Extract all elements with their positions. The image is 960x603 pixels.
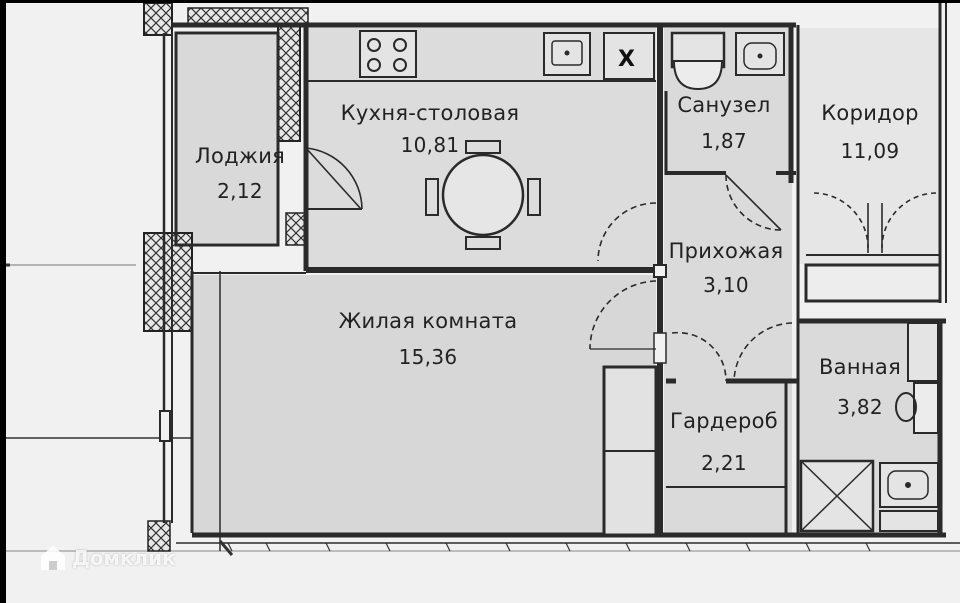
kitchen-name: Кухня-столовая	[340, 101, 520, 125]
loggia-area: 2,12	[217, 179, 263, 203]
watermark-text: Домклик	[72, 546, 176, 570]
floor-plan: Кухня-столовая 10,81 X Лоджия 2,12 Сануз…	[6, 3, 960, 603]
wardrobe-area: 2,21	[701, 451, 747, 475]
kitchen-area: 10,81	[400, 133, 460, 157]
bath-fixtures	[799, 322, 939, 533]
wc-fixtures	[670, 31, 785, 91]
domclick-watermark: Домклик	[38, 543, 176, 573]
wardrobe-name: Гардероб	[670, 409, 778, 433]
hallway-name: Прихожая	[668, 239, 784, 263]
wall-ticks	[218, 540, 871, 556]
loggia-name: Лоджия	[194, 144, 286, 168]
bath-area: 3,82	[837, 395, 883, 419]
living-name: Жилая комната	[338, 309, 518, 333]
hatched-walls	[143, 3, 309, 552]
wc-area: 1,87	[701, 129, 747, 153]
corridor-name: Коридор	[821, 101, 919, 125]
floor-plan-drawing	[6, 3, 960, 556]
house-icon	[41, 546, 65, 570]
wc-name: Санузел	[677, 93, 771, 117]
walls	[159, 3, 960, 551]
corridor-area: 11,09	[840, 139, 900, 163]
doors	[305, 147, 937, 382]
living-area: 15,36	[398, 345, 458, 369]
kitchen-mark: X	[618, 47, 635, 72]
hallway-area: 3,10	[703, 273, 749, 297]
bath-name: Ванная	[818, 355, 902, 379]
kitchen-furniture	[359, 30, 655, 250]
